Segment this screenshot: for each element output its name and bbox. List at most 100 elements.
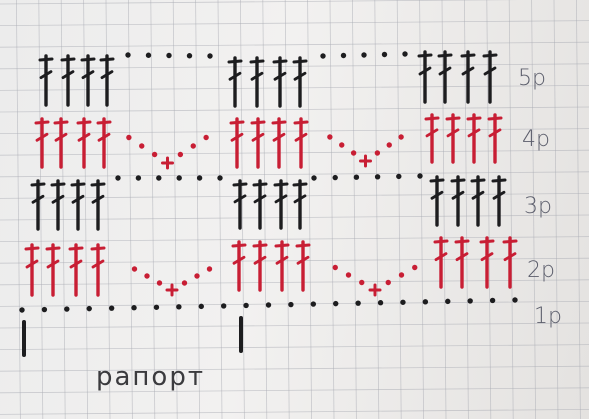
chain-stitch — [198, 303, 204, 310]
chain-stitch — [186, 53, 193, 59]
chain-stitch — [177, 151, 184, 158]
double-crochet-symbol — [252, 240, 268, 292]
double-crochet-symbol — [68, 243, 84, 297]
double-crochet-symbol — [273, 179, 289, 230]
chain-stitch — [217, 175, 223, 181]
chain-stitch — [166, 52, 172, 59]
double-crochet-symbol — [50, 179, 66, 231]
grid-line — [419, 0, 424, 419]
chain-stitch — [181, 280, 188, 286]
double-crochet-symbol — [479, 236, 495, 289]
chain-stitch — [196, 175, 203, 181]
double-crochet-symbol — [24, 243, 40, 297]
chain-stitch — [86, 305, 92, 312]
grid-line — [16, 0, 21, 419]
double-crochet-symbol — [433, 236, 449, 289]
chain-stitch — [190, 143, 196, 149]
row-label-1: 1р — [534, 304, 562, 329]
double-crochet-symbol — [53, 117, 69, 169]
grid-line — [374, 0, 380, 419]
chain-stitch — [243, 302, 249, 309]
grid-line — [0, 301, 589, 307]
chain-stitch — [353, 174, 360, 180]
grid-line — [0, 149, 589, 156]
grid-line — [531, 0, 536, 419]
single-crochet-symbol — [359, 154, 372, 168]
grid-line — [0, 128, 589, 134]
chain-stitch — [512, 297, 518, 303]
chain-stitch — [332, 174, 338, 181]
grid-line — [0, 257, 589, 264]
grid-line — [486, 0, 492, 419]
double-crochet-symbol — [30, 179, 46, 231]
chain-stitch — [153, 304, 160, 310]
chain-stitch — [135, 175, 142, 181]
double-crochet-symbol — [249, 56, 265, 108]
chain-stitch — [41, 306, 48, 313]
double-crochet-symbol — [76, 117, 92, 169]
grid-line — [508, 0, 514, 419]
double-crochet-symbol — [454, 236, 470, 289]
double-crochet-symbol — [60, 54, 76, 107]
grid-line — [0, 344, 589, 350]
chain-stitch — [151, 151, 158, 158]
chain-stitch — [310, 301, 317, 307]
row-label-5: 5р — [518, 66, 546, 91]
grid-line — [60, 0, 66, 419]
chain-stitch — [350, 150, 357, 156]
grid-line — [0, 20, 589, 26]
chain-stitch — [340, 52, 347, 59]
chain-stitch — [156, 280, 163, 286]
grid-line — [0, 279, 589, 286]
double-crochet-symbol — [502, 236, 518, 289]
chain-stitch — [139, 143, 145, 149]
chain-stitch — [332, 264, 338, 271]
chain-stitch — [396, 173, 402, 180]
grid-line — [0, 171, 589, 178]
chain-stitch — [400, 299, 406, 305]
grid-line — [307, 0, 312, 419]
chain-stitch — [381, 51, 388, 58]
row-label-4: 4р — [522, 127, 550, 152]
double-crochet-symbol — [274, 240, 290, 292]
double-crochet-symbol — [450, 175, 466, 227]
chain-stitch — [359, 279, 365, 286]
grid-line — [0, 236, 589, 242]
chain-stitch — [327, 134, 333, 140]
chain-stitch — [265, 302, 272, 308]
chain-stitch — [377, 300, 384, 306]
double-crochet-symbol — [90, 179, 106, 231]
chain-stitch — [203, 134, 209, 141]
chain-stitch — [467, 298, 473, 304]
double-crochet-symbol — [466, 113, 482, 164]
chain-stitch — [412, 264, 418, 271]
double-crochet-symbol — [271, 117, 287, 169]
double-crochet-symbol — [424, 113, 440, 164]
chain-stitch — [374, 174, 381, 180]
chain-stitch — [417, 173, 423, 179]
grid-line — [240, 0, 245, 419]
grid-line — [0, 322, 589, 329]
double-crochet-symbol — [80, 54, 96, 107]
double-crochet-symbol — [482, 50, 498, 104]
double-crochet-symbol — [417, 50, 433, 104]
chain-stitch — [374, 150, 381, 156]
grid-line — [284, 0, 290, 419]
chain-stitch — [207, 53, 213, 59]
grid-line — [553, 0, 559, 419]
grid-line — [0, 0, 519, 5]
chain-stitch — [64, 306, 70, 312]
grid-line — [0, 409, 589, 415]
row-label-2: 2р — [527, 258, 555, 283]
chain-stitch — [386, 142, 392, 148]
double-crochet-symbol — [272, 56, 288, 108]
double-crochet-symbol — [445, 113, 461, 164]
chain-stitch — [206, 266, 213, 272]
grid-line — [329, 0, 335, 419]
double-crochet-symbol — [45, 243, 61, 297]
double-crochet-symbol — [250, 117, 266, 169]
chain-stitch — [125, 52, 131, 58]
double-crochet-symbol — [70, 179, 86, 231]
chain-stitch — [131, 305, 137, 311]
double-crochet-symbol — [470, 175, 486, 227]
